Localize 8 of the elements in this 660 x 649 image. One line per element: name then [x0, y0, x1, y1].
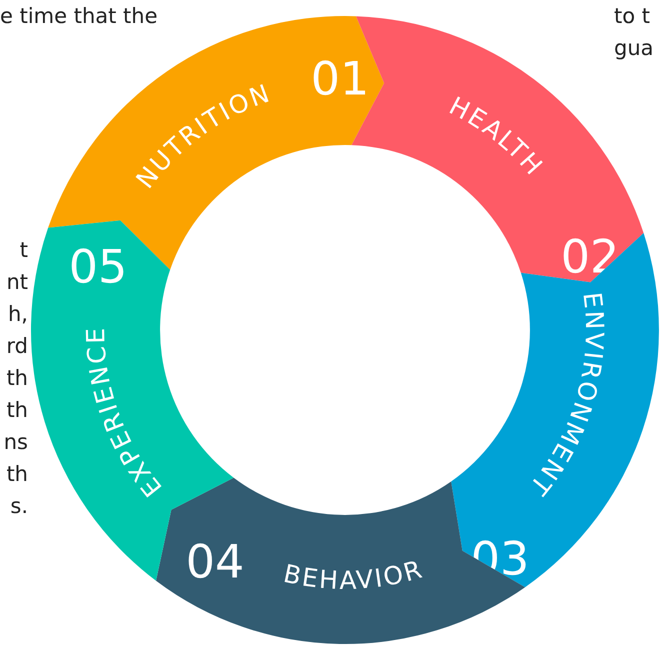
- step-number: 01: [310, 52, 370, 106]
- body-text: e time that the: [0, 3, 158, 30]
- step-number: 05: [68, 240, 128, 294]
- body-text: t nt h, rd th th ns th s.: [2, 237, 28, 520]
- step-number: 04: [186, 534, 244, 589]
- body-text: to t gua: [614, 3, 655, 62]
- step-label: BEHAVIOR: [281, 554, 427, 596]
- ring-segment: [451, 233, 658, 588]
